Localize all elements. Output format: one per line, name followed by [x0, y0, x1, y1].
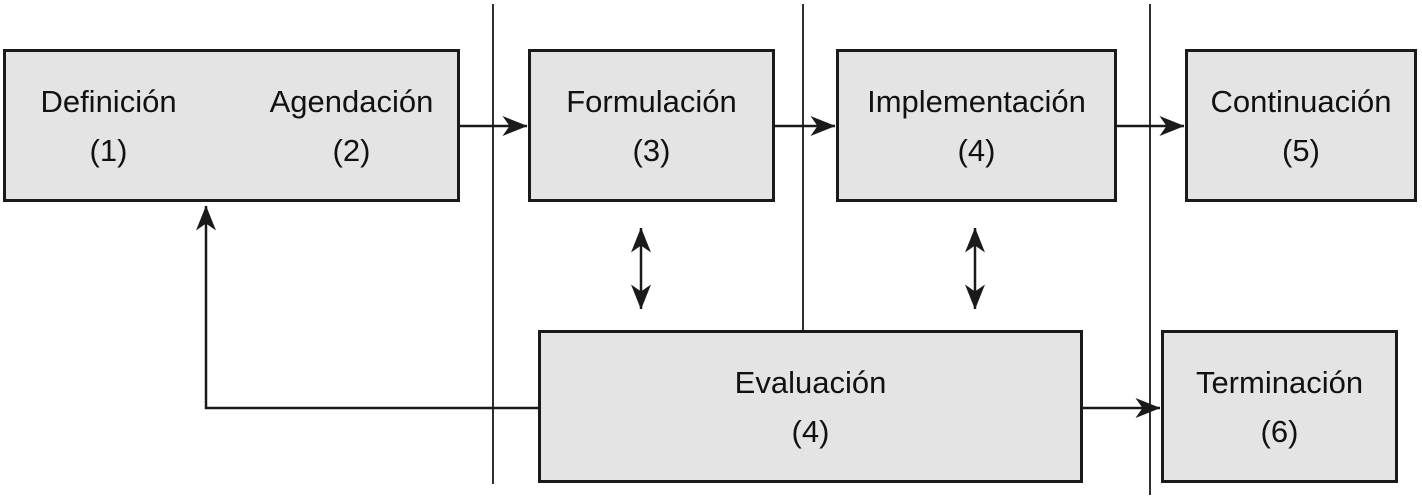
- stage-label: Agendación: [269, 83, 434, 119]
- stage-label: Formulación: [566, 83, 737, 119]
- stage-number: (1): [89, 132, 128, 168]
- stage-label: Evaluación: [734, 364, 887, 400]
- stage-label: Implementación: [867, 83, 1086, 119]
- stage-box-implementacion: Implementación (4): [836, 49, 1117, 202]
- stage-number: (2): [332, 132, 371, 168]
- stage-box-definicion-agendacion: Definición (1) Agendación (2): [3, 49, 460, 202]
- stage-number: (6): [1260, 413, 1299, 449]
- stage-number: (3): [632, 132, 671, 168]
- feedback-arrow-evaluacion-to-definicion: [196, 205, 538, 410]
- stage-number: (5): [1282, 132, 1320, 168]
- stage-definicion: Definición (1): [6, 52, 211, 199]
- stage-box-continuacion: Continuación (5): [1185, 49, 1417, 202]
- stage-label: Terminación: [1195, 364, 1364, 400]
- stage-agendacion: Agendación (2): [246, 52, 457, 199]
- stage-box-formulacion: Formulación (3): [528, 49, 775, 202]
- stage-label: Definición: [40, 83, 177, 119]
- stage-label: Continuación: [1210, 83, 1392, 119]
- stage-number: (4): [957, 132, 996, 168]
- stage-number: (4): [791, 413, 830, 449]
- stage-box-terminacion: Terminación (6): [1161, 330, 1398, 483]
- stage-box-evaluacion: Evaluación (4): [538, 330, 1083, 483]
